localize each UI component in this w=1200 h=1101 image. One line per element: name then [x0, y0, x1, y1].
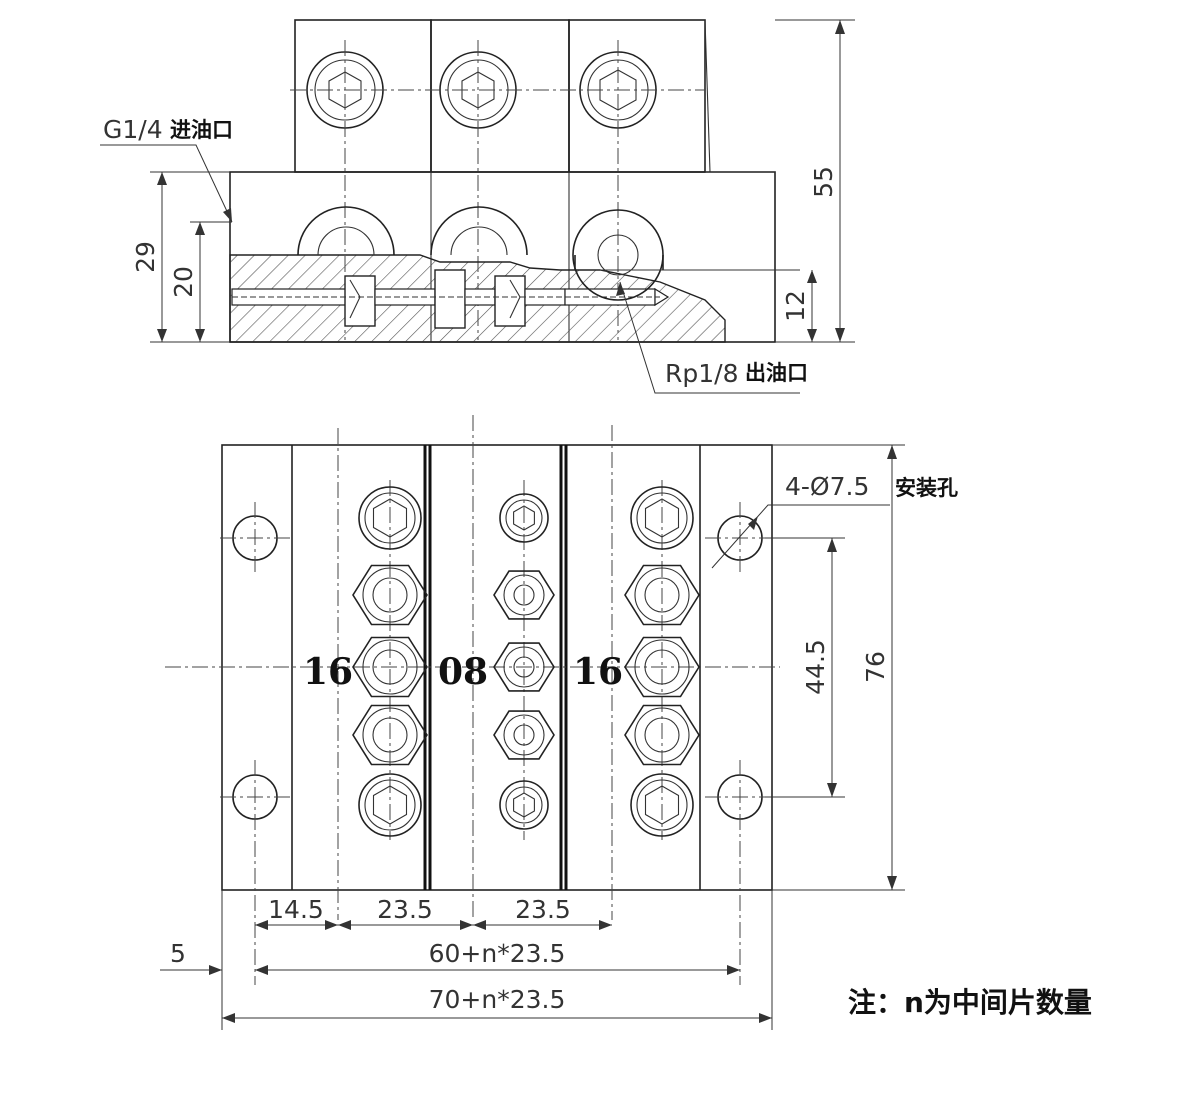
fitting [352, 564, 428, 626]
mount-hole-label: 4-Ø7.5 [785, 472, 869, 501]
dim-overall-length: 70+n*23.5 [429, 985, 566, 1014]
dim-pitch-1: 23.5 [377, 895, 433, 924]
inlet-port-label: G1/4 [103, 115, 163, 144]
fitting-columns [352, 486, 700, 837]
dim-total-height: 55 [809, 166, 838, 198]
fitting [493, 642, 555, 692]
footnote: 注：n为中间片数量 [848, 986, 1092, 1019]
fitting [624, 636, 700, 698]
dim-plate-width: 76 [861, 651, 890, 683]
dim-hole-spacing: 44.5 [801, 639, 830, 695]
fitting [358, 486, 422, 550]
fitting [624, 564, 700, 626]
section-code-left: 16 [303, 651, 353, 693]
section-code-right: 16 [573, 651, 623, 693]
fitting [499, 493, 549, 543]
dim-inlet-height: 20 [169, 266, 198, 298]
plan-view: 16 08 16 [165, 415, 780, 985]
fitting [493, 570, 555, 620]
fitting [493, 710, 555, 760]
inlet-port-desc: 进油口 [170, 118, 233, 142]
dim-hole-distance: 60+n*23.5 [429, 939, 566, 968]
front-view-dimensions: 55 12 29 20 G1/4 进油口 Rp1/8 出油口 [100, 19, 855, 394]
upper-block-right [568, 19, 706, 173]
mount-hole-top-right [705, 502, 775, 575]
outlet-port-label: Rp1/8 [665, 359, 738, 388]
dim-base-height: 29 [131, 241, 160, 273]
dim-pitch-2: 23.5 [515, 895, 571, 924]
fitting [499, 780, 549, 830]
dim-edge-offset: 5 [170, 939, 186, 968]
fitting [624, 704, 700, 766]
mount-hole-desc: 安装孔 [895, 476, 958, 500]
front-view [229, 19, 800, 343]
upper-block-middle [430, 19, 570, 173]
fitting [358, 773, 422, 837]
plan-view-dimensions: 76 44.5 4-Ø7.5 安装孔 14.5 23.5 23.5 5 [160, 444, 958, 1030]
fitting [352, 636, 428, 698]
outlet-port-desc: 出油口 [745, 361, 808, 385]
mount-hole-bottom-right [705, 760, 775, 985]
fitting [630, 486, 694, 550]
fitting [352, 704, 428, 766]
dim-first-pitch: 14.5 [268, 895, 324, 924]
mount-hole-top-left [220, 502, 292, 575]
mount-hole-bottom-left [220, 760, 292, 985]
dim-outlet-height: 12 [781, 290, 810, 322]
fitting [630, 773, 694, 837]
section-code-middle: 08 [438, 651, 488, 693]
